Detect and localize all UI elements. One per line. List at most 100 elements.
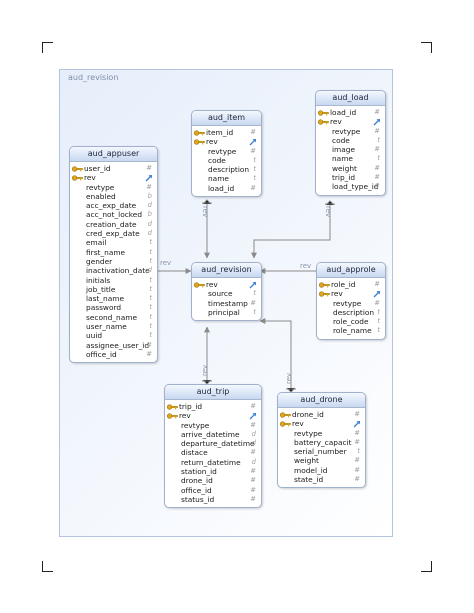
column-row[interactable]: weight#: [278, 456, 365, 465]
link-drone-revision[interactable]: [259, 318, 292, 392]
column-row[interactable]: rev: [165, 411, 261, 420]
column-row[interactable]: model_id#: [278, 466, 365, 475]
column-name: weight: [332, 163, 357, 173]
crop-mark-bottom-right: [421, 561, 432, 572]
column-row[interactable]: weight#: [316, 164, 385, 173]
column-row[interactable]: revtype#: [165, 421, 261, 430]
column-row[interactable]: load_id#: [316, 108, 385, 117]
column-row[interactable]: rev: [192, 280, 261, 289]
column-type: #: [250, 476, 256, 485]
column-row[interactable]: user_id#: [70, 164, 157, 173]
column-row[interactable]: rev: [278, 419, 365, 428]
column-type: t: [253, 307, 256, 316]
column-row[interactable]: load_id#: [192, 184, 261, 193]
column-row[interactable]: office_id#: [165, 486, 261, 495]
column-row[interactable]: image#: [316, 145, 385, 154]
column-name: status_id: [181, 494, 215, 504]
column-row[interactable]: state_id#: [278, 475, 365, 484]
column-name: rev: [331, 289, 343, 299]
column-row[interactable]: rev: [316, 117, 385, 126]
column-row[interactable]: item_id#: [192, 128, 261, 137]
column-name: office_id: [181, 485, 212, 495]
column-row[interactable]: trip_id#: [165, 402, 261, 411]
column-type: t: [149, 312, 152, 321]
column-type: #: [250, 298, 256, 307]
column-row[interactable]: rev: [317, 289, 385, 298]
column-type: #: [250, 183, 256, 192]
column-type: t: [357, 447, 360, 456]
column-row[interactable]: revtype#: [278, 429, 365, 438]
column-row[interactable]: revtype#: [192, 147, 261, 156]
column-type: b: [147, 191, 152, 200]
column-row[interactable]: revtype#: [70, 183, 157, 192]
column-type: #: [250, 448, 256, 457]
column-row[interactable]: rev: [70, 173, 157, 182]
column-row[interactable]: revtype#: [317, 299, 385, 308]
column-name: state_id: [294, 475, 324, 485]
column-row[interactable]: station_id#: [165, 467, 261, 476]
column-row[interactable]: distace#: [165, 448, 261, 457]
column-type: #: [250, 146, 256, 155]
column-row[interactable]: battery_capacit#: [278, 438, 365, 447]
column-row[interactable]: drone_id#: [278, 410, 365, 419]
primary-key-icon: [194, 139, 205, 145]
column-row[interactable]: role_id#: [317, 280, 385, 289]
column-row[interactable]: timestamp#: [192, 299, 261, 308]
table-title: aud_load: [316, 91, 385, 106]
column-row[interactable]: office_id#: [70, 350, 157, 359]
column-row[interactable]: status_id#: [165, 495, 261, 504]
column-row[interactable]: assignee_user_id#: [70, 341, 157, 350]
link-load-revision[interactable]: [251, 201, 331, 259]
column-row[interactable]: drone_id#: [165, 476, 261, 485]
column-type: d: [147, 219, 152, 228]
column-type: d: [147, 266, 152, 275]
column-row[interactable]: rev: [192, 137, 261, 146]
column-type: d: [251, 439, 256, 448]
column-row[interactable]: load_type_id#: [316, 182, 385, 191]
table-title: aud_appuser: [70, 147, 157, 162]
column-row[interactable]: trip_id#: [316, 173, 385, 182]
column-name: uuid: [86, 331, 103, 341]
column-type: t: [377, 317, 380, 326]
column-row[interactable]: revtype#: [316, 127, 385, 136]
column-name: timestamp: [208, 298, 248, 308]
column-name: rev: [84, 173, 96, 183]
